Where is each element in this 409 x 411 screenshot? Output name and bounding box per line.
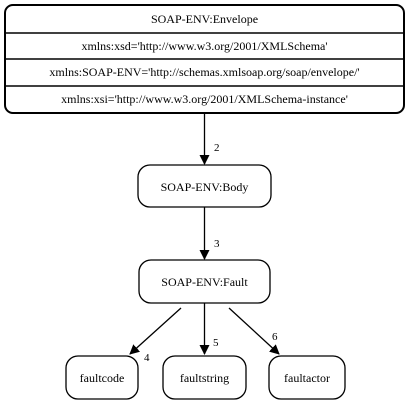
faultstring-node-label: faultstring [180,371,229,385]
edge-label-3: 3 [214,238,220,250]
envelope-node: SOAP-ENV:Envelope xmlns:xsd='http://www.… [4,4,405,114]
body-node-label: SOAP-ENV:Body [161,180,249,194]
edge-fault-faultstring: 5 [199,303,219,355]
faultactor-node-label: faultactor [284,371,330,385]
body-node: SOAP-ENV:Body [137,164,272,208]
faultcode-node: faultcode [65,355,139,400]
edge-fault-faultcode: 4 [129,307,182,364]
fault-node-label: SOAP-ENV:Fault [161,275,248,289]
edge-label-2: 2 [214,142,220,154]
faultcode-node-label: faultcode [80,371,125,385]
envelope-attr-xsd: xmlns:xsd='http://www.w3.org/2001/XMLSch… [81,39,327,53]
envelope-attr-soap-env: xmlns:SOAP-ENV='http://schemas.xmlsoap.o… [49,65,359,79]
envelope-attr-xsi: xmlns:xsi='http://www.w3.org/2001/XMLSch… [61,92,348,106]
envelope-title: SOAP-ENV:Envelope [151,12,258,26]
edge-fault-faultactor: 6 [228,307,280,355]
faultactor-node: faultactor [268,355,346,400]
edge-envelope-body: 2 [199,113,220,165]
fault-node: SOAP-ENV:Fault [138,259,271,304]
edge-label-5: 5 [213,337,219,349]
edge-label-6: 6 [272,331,278,343]
edge-label-4: 4 [144,352,150,364]
edge-body-fault: 3 [199,207,220,260]
faultstring-node: faultstring [162,355,247,400]
